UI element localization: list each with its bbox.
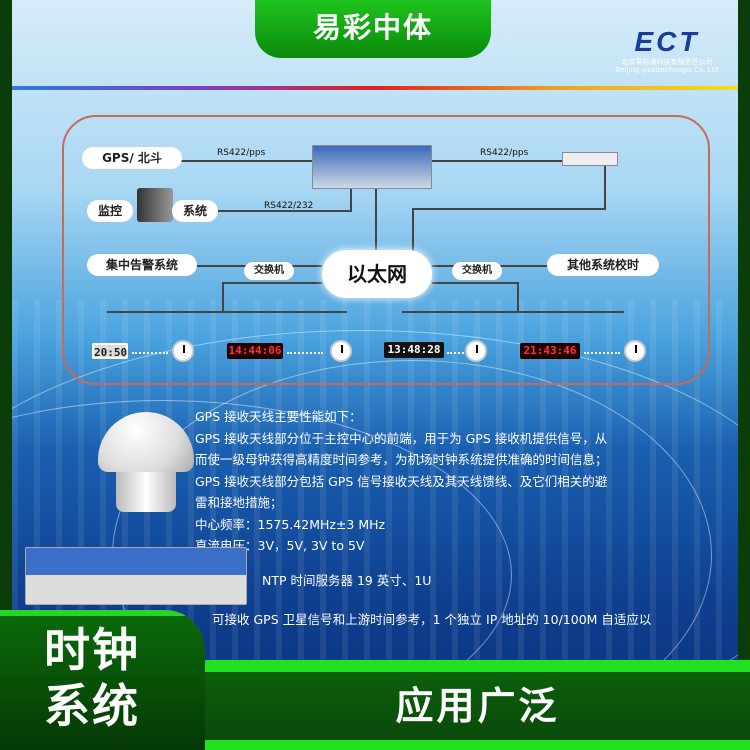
- connector-line: [107, 311, 347, 313]
- analog-clock-icon: [330, 340, 352, 362]
- logo-mark: ECT: [634, 26, 700, 57]
- rainbow-divider: [12, 86, 738, 90]
- connector-line: [432, 282, 517, 284]
- gps-antenna-image: [98, 412, 194, 512]
- monitor-system-label: 系统: [172, 200, 218, 222]
- clock-display: 13:48:28: [384, 342, 444, 358]
- connector-line: [402, 311, 624, 313]
- connector-line: [604, 165, 606, 210]
- connector-line: [350, 188, 352, 212]
- logo-subtitle-cn: 北京易彩通科技有限责任公司: [621, 58, 713, 66]
- switch-left: 交换机: [244, 262, 294, 280]
- link-label-rs422-pps: RS422/pps: [217, 148, 266, 158]
- alarm-system-node: 集中告警系统: [87, 254, 197, 276]
- logo-subtitle-en: Beijing yicaitechnogis Co.,Ltd: [615, 66, 719, 74]
- link-label-rs422-232: RS422/232: [264, 201, 314, 211]
- dotted-link: [132, 352, 168, 354]
- ect-logo: ECT 北京易彩通科技有限责任公司 Beijing yicaitechnogis…: [602, 26, 732, 74]
- ntp-description: 可接收 GPS 卫星信号和上游时间参考，1 个独立 IP 地址的 10/100M…: [212, 612, 652, 627]
- connector-line: [375, 188, 377, 252]
- slogan-band: 应用广泛: [205, 660, 750, 750]
- slave-clock-device: [562, 152, 618, 166]
- connector-line: [162, 160, 312, 162]
- diagram-frame: [62, 115, 710, 385]
- clock-display: 14:44:06: [227, 343, 283, 359]
- analog-clock-icon: [172, 340, 194, 362]
- gps-beidou-node: GPS/ 北斗: [82, 147, 182, 169]
- antenna-specs: GPS 接收天线主要性能如下： GPS 接收天线部分位于主控中心的前端，用于为 …: [195, 406, 735, 557]
- spec-line: 中心频率：1575.42MHz±3 MHz: [195, 516, 386, 532]
- spec-line: 雷和接地措施；: [195, 495, 283, 510]
- clock-display: 20:50: [92, 343, 128, 359]
- other-systems-node: 其他系统校时: [547, 254, 659, 276]
- spec-line: 而使一级母钟获得高精度时间参考，为机场时钟系统提供准确的时间信息；: [195, 452, 608, 467]
- monitor-label: 监控: [87, 200, 133, 222]
- product-title-panel: 时钟 系统: [0, 610, 205, 750]
- spec-line: GPS 接收天线部分位于主控中心的前端，用于为 GPS 接收机提供信号，从: [195, 430, 608, 446]
- spec-line: 直流电压：3V，5V, 3V to 5V: [195, 538, 365, 553]
- computer-icon: [137, 188, 173, 222]
- connector-line: [412, 208, 606, 210]
- dotted-link: [584, 352, 620, 354]
- ntp-server-caption: NTP 时间服务器 19 英寸、1U: [262, 573, 432, 588]
- brand-banner: 易彩中体: [255, 0, 491, 58]
- connector-line: [432, 160, 572, 162]
- ntp-server-image: [25, 547, 247, 605]
- slogan-text: 应用广泛: [395, 684, 560, 728]
- spec-line: GPS 接收天线部分包括 GPS 信号接收天线及其天线馈线、及它们相关的避: [195, 473, 608, 489]
- analog-clock-icon: [624, 340, 646, 362]
- clock-display: 21:43:46: [520, 343, 580, 359]
- connector-line: [222, 282, 224, 312]
- connector-line: [517, 282, 519, 312]
- title-line-1: 时钟: [44, 623, 140, 677]
- analog-clock-icon: [465, 340, 487, 362]
- master-clock-device: [312, 145, 432, 189]
- title-line-2: 系统: [44, 679, 140, 733]
- switch-right: 交换机: [452, 262, 502, 280]
- connector-line: [217, 210, 352, 212]
- spec-line: GPS 接收天线主要性能如下：: [195, 409, 362, 424]
- dotted-link: [287, 352, 323, 354]
- connector-line: [222, 282, 322, 284]
- ethernet-cloud: 以太网: [322, 250, 432, 298]
- connector-line: [412, 208, 414, 252]
- link-label-rs422-pps: RS422/pps: [480, 148, 529, 158]
